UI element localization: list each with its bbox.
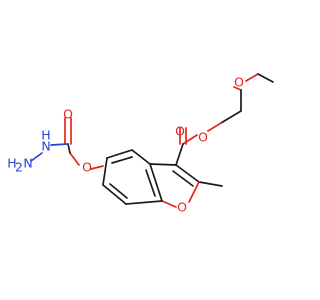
bond-c3-c2-double-b <box>172 170 194 187</box>
bond-c3a-c4 <box>131 149 151 165</box>
bond-c2-furan-o <box>188 181 200 203</box>
bond-ch2-ch2 <box>220 110 242 124</box>
bond-carbonyl-to-c3 <box>175 143 184 166</box>
h-on-n-hydrazide-label: H <box>41 128 50 143</box>
bonds <box>30 73 274 208</box>
n-hydrazide-label: N <box>41 139 50 154</box>
bond-c5-ether-o <box>90 165 104 170</box>
bond-c4-c5 <box>106 149 133 159</box>
bond-c5-c6 <box>102 157 108 186</box>
bond-carbonyl-to-nh <box>50 143 69 146</box>
bond-c3-c2-double-a <box>175 164 200 183</box>
bond-ester-o-carbonyl-c <box>182 134 198 145</box>
bond-methyl-terminal <box>257 73 274 83</box>
bond-c7a-c3a-inner <box>145 169 156 197</box>
molecule-diagram: O O O O O O N H N H 2 <box>7 73 274 215</box>
atom-labels: O O O O O O N H N H 2 <box>7 75 244 215</box>
bond-c2-methyl <box>198 181 223 187</box>
h2-subscript-label: 2 <box>15 160 23 175</box>
bond-methoxy-methyl <box>245 73 259 82</box>
bond-furan-o-c7a <box>161 200 177 208</box>
bond-ether-o-ch2 <box>69 152 80 166</box>
o-furan-label: O <box>177 200 187 215</box>
bond-c7-c7a <box>125 200 163 205</box>
bond-ch2-ester-o <box>207 122 222 132</box>
o-carbonyl-ester-label: O <box>175 124 185 139</box>
o-ether-label: O <box>82 160 92 175</box>
bond-c4-c5-inner <box>111 156 133 164</box>
bond-c7a-c3a <box>149 163 163 202</box>
bond-c6-c7-inner <box>109 183 128 199</box>
bond-methoxy-ch2 <box>233 86 242 91</box>
bond-ch2-carbonyl-c <box>67 143 71 154</box>
bond-c3-c3a <box>149 163 177 166</box>
o-methoxy-label: O <box>234 75 244 90</box>
bond-c6-c7 <box>102 184 127 205</box>
o-ester-label: O <box>198 130 208 145</box>
bond-nh-to-nh2 <box>30 152 43 162</box>
h2-on-n-terminal-label: H <box>7 156 16 171</box>
n-terminal-label: N <box>23 156 32 171</box>
o-hydrazide-carbonyl-label: O <box>63 107 73 122</box>
